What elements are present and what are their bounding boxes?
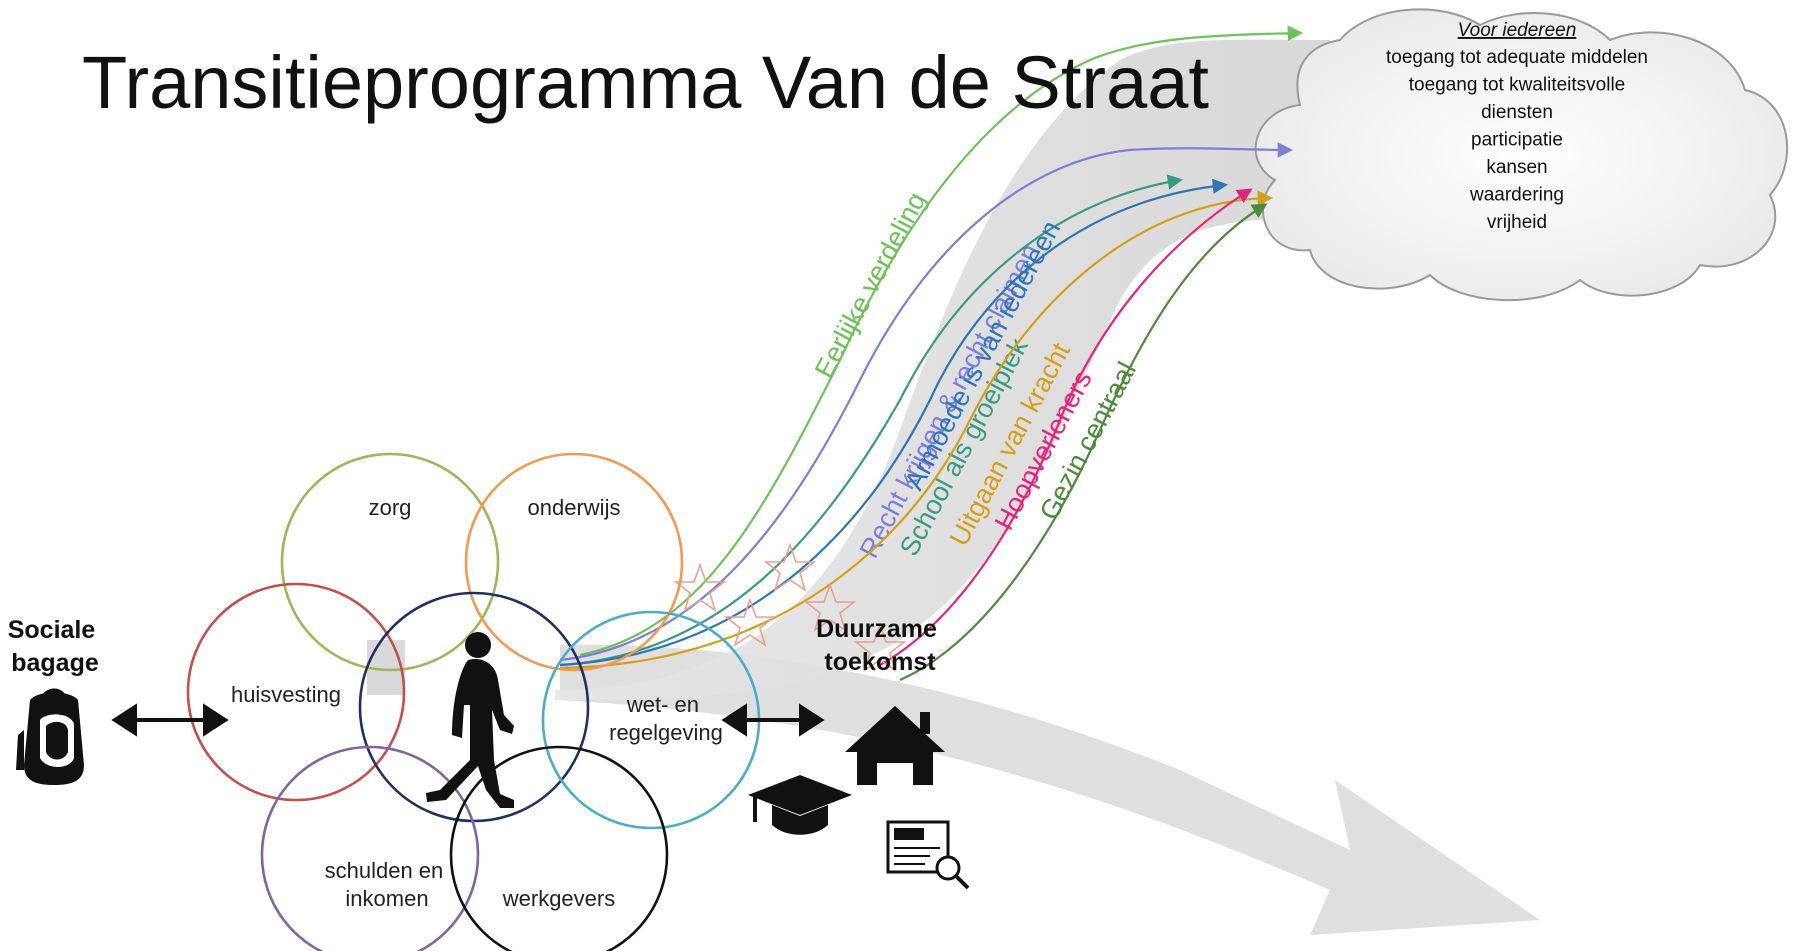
star-shape — [723, 597, 777, 647]
cloud-line: participatie — [1471, 130, 1563, 151]
circle-schulden — [260, 745, 480, 951]
star-shape — [853, 622, 907, 672]
cloud-heading: Voor iedereen — [1458, 20, 1577, 41]
label-wet: wet- en regelgeving — [609, 692, 723, 745]
circle-onderwijs — [464, 452, 684, 672]
double-arrow-left — [111, 703, 229, 737]
walking-person-icon — [426, 632, 514, 808]
sustainable-future-label: Duurzame toekomst — [816, 615, 944, 676]
route-line — [879, 188, 1253, 666]
page-title: Transitieprogramma Van de Straat — [82, 41, 1209, 124]
route-line — [899, 203, 1268, 682]
rising-path-band — [555, 39, 1330, 700]
backpack-icon — [16, 688, 84, 785]
route-line — [559, 142, 1294, 662]
label-huisvesting: huisvesting — [231, 682, 341, 707]
star-shape — [803, 582, 857, 632]
route-label: Eerlijke verdeling — [809, 187, 932, 383]
goal-cloud — [1254, 8, 1789, 302]
label-schulden: schulden en inkomen — [325, 858, 450, 911]
cloud-line: diensten — [1481, 102, 1553, 123]
cloud-lines: toegang tot adequate middelen toegang tot… — [1386, 47, 1648, 233]
cloud-line: waardering — [1469, 185, 1564, 206]
route-line — [579, 25, 1304, 657]
label-zorg: zorg — [369, 495, 412, 520]
cloud-line: vrijheid — [1487, 212, 1547, 233]
graduation-cap-icon — [748, 775, 852, 835]
job-newspaper-icon — [886, 820, 970, 890]
label-onderwijs: onderwijs — [528, 495, 621, 520]
house-icon — [845, 706, 945, 785]
cloud-line: toegang tot adequate middelen — [1386, 47, 1648, 68]
circle-center — [358, 591, 590, 823]
cloud-line: toegang tot kwaliteitsvolle — [1409, 75, 1626, 96]
cloud-line: kansen — [1486, 157, 1547, 178]
circle-zorg — [280, 452, 500, 672]
route-line — [559, 174, 1184, 667]
star-shape — [763, 542, 817, 592]
social-baggage-label: Sociale bagage — [8, 616, 103, 677]
label-werkgevers: werkgevers — [502, 886, 615, 911]
circle-werkgevers — [449, 745, 669, 951]
star-shape — [673, 562, 727, 612]
circle-huisvesting — [186, 582, 406, 802]
stars-group — [673, 542, 907, 672]
double-arrow-right — [721, 703, 825, 737]
